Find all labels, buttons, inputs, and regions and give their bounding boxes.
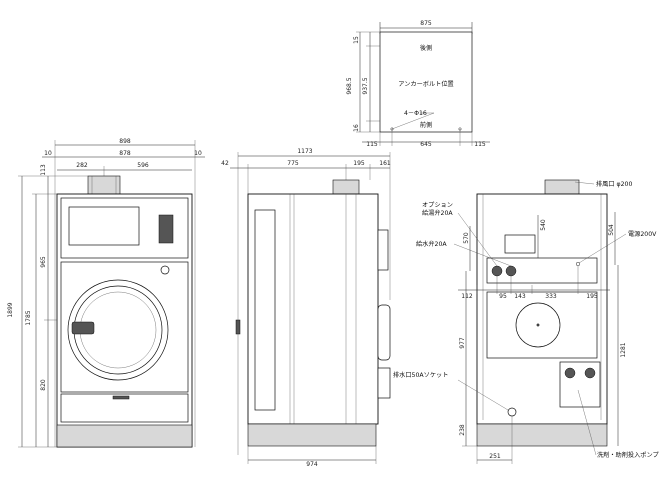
back-dim-977: 977 (459, 337, 466, 349)
front-dim-596: 596 (137, 162, 149, 169)
plan-view: 875 後側 アンカーボルト位置 4－Φ16 前側 15 968.5 937.5… (346, 20, 490, 148)
back-dim-112: 112 (461, 293, 473, 300)
side-pump (377, 367, 391, 399)
side-base (247, 423, 377, 447)
side-view: 1173 42 775 195 161 974 (221, 148, 391, 468)
back-exhaust-duct (544, 179, 580, 195)
side-vent-panel (254, 209, 276, 411)
front-dim-282: 282 (76, 162, 88, 169)
front-exhaust-duct (87, 175, 121, 195)
plan-dim-115-left: 115 (366, 141, 378, 148)
plan-bolt-label: 4－Φ16 (404, 110, 427, 117)
side-dim-775: 775 (287, 160, 299, 167)
back-dim-195: 195 (586, 293, 598, 300)
side-dim-42: 42 (221, 160, 229, 167)
front-base (56, 424, 193, 448)
plan-front-label: 前側 (420, 121, 432, 129)
back-connection-plate (486, 257, 598, 284)
back-hot-valve (491, 265, 503, 277)
back-power-inlet (575, 261, 581, 267)
front-dim-113: 113 (40, 164, 47, 176)
back-dim-1281: 1281 (620, 342, 627, 357)
plan-back-label: 後側 (420, 44, 432, 52)
back-pump-unit (559, 361, 601, 408)
front-lower-latch (112, 395, 130, 400)
front-dim-898: 898 (119, 138, 131, 145)
back-dim-333: 333 (545, 293, 557, 300)
back-dim-251: 251 (489, 453, 501, 460)
side-valves (377, 229, 389, 271)
plan-dim-115-right: 115 (474, 141, 486, 148)
plan-anchor-label: アンカーボルト位置 (398, 80, 453, 88)
back-dim-143: 143 (514, 293, 526, 300)
back-drain-label: 排水口50Aソケット (393, 371, 448, 379)
front-display-window (68, 206, 140, 246)
side-door-edge (235, 319, 241, 335)
back-water-valve-label: 給水弁20A (416, 240, 447, 248)
front-dim-1899: 1899 (7, 302, 14, 317)
plan-dim-937: 937.5 (362, 77, 369, 94)
plan-dim-645: 645 (420, 141, 432, 148)
back-dim-504: 504 (608, 224, 615, 236)
side-motor (377, 304, 391, 361)
plan-dim-968: 968.5 (346, 77, 353, 94)
back-base (476, 423, 608, 447)
back-dim-570: 570 (463, 232, 470, 244)
plan-width-dim: 875 (420, 20, 432, 27)
back-power-label: 電源200V (628, 230, 657, 238)
front-view: 898 10 878 10 282 596 (7, 138, 205, 448)
back-dim-238: 238 (459, 424, 466, 436)
front-dim-820: 820 (40, 379, 47, 391)
back-exhaust-label: 排風口 φ200 (596, 180, 632, 188)
front-dim-10-left: 10 (44, 150, 52, 157)
back-pump-1 (564, 367, 576, 379)
side-dim-195: 195 (353, 160, 365, 167)
plan-outline (379, 31, 473, 133)
plan-dim-16: 16 (353, 124, 360, 132)
side-dim-974: 974 (306, 461, 318, 468)
front-dim-965: 965 (40, 256, 47, 268)
back-drain-socket (507, 407, 517, 417)
front-knob (160, 265, 170, 275)
front-control-panel (158, 214, 174, 244)
back-dim-540: 540 (540, 219, 547, 231)
back-view: 排風口 φ200 電源200V オプション 給湯弁20A 給水弁20A 排水口5… (393, 179, 660, 464)
back-dim-95: 95 (499, 293, 507, 300)
front-dim-10-right: 10 (194, 150, 202, 157)
front-dim-1785: 1785 (25, 310, 32, 325)
side-dim-161: 161 (379, 160, 391, 167)
back-pump-label: 洗剤・助剤投入ポンプ (597, 451, 660, 459)
back-pump-2 (584, 367, 596, 379)
back-water-valve (505, 265, 517, 277)
back-hot-valve-label: 給湯弁20A (422, 209, 453, 217)
side-dim-1173: 1173 (297, 148, 312, 155)
front-door-handle (71, 321, 95, 335)
back-option-label: オプション (422, 202, 453, 209)
back-cover (504, 234, 536, 254)
side-exhaust-duct (332, 179, 360, 195)
plan-dim-15: 15 (353, 36, 360, 44)
front-dim-878: 878 (119, 150, 131, 157)
